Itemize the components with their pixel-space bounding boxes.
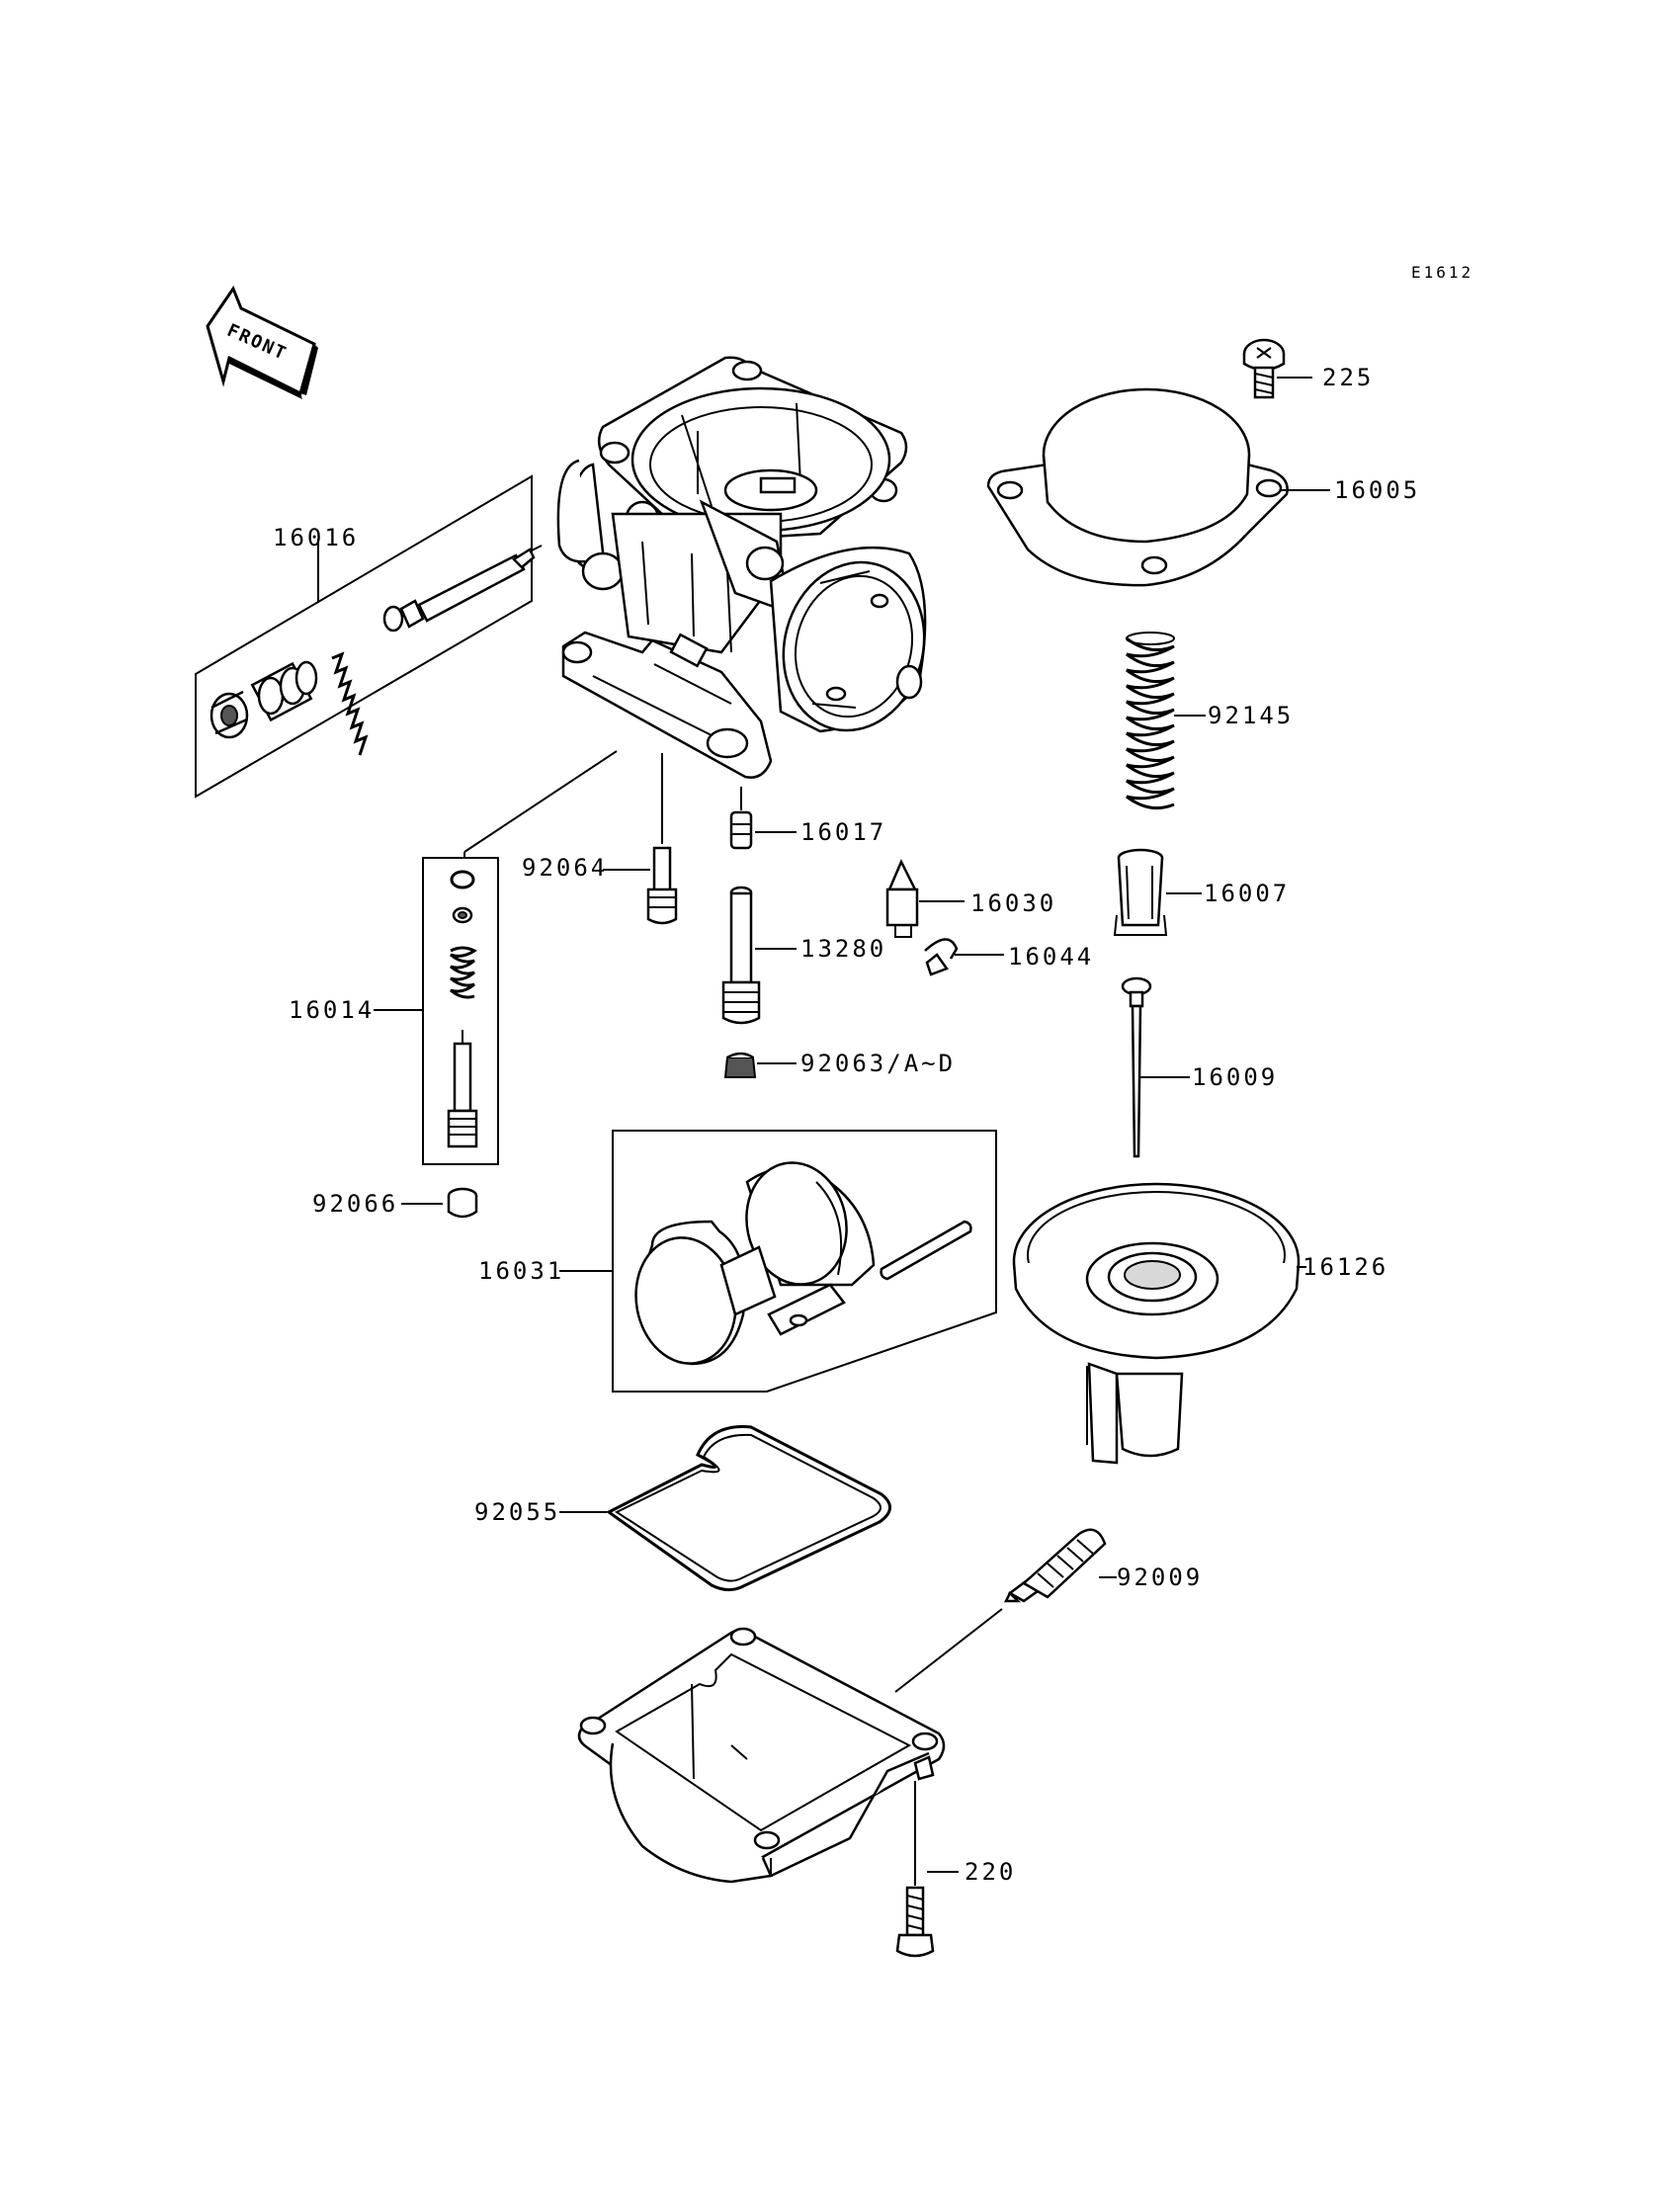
jet-92064: 92064 xyxy=(522,753,678,925)
label-16126: 16126 xyxy=(1302,1253,1388,1281)
label-16007: 16007 xyxy=(1204,880,1290,907)
label-16014: 16014 xyxy=(289,996,375,1024)
label-16030: 16030 xyxy=(970,889,1056,917)
clip-16044: 16044 xyxy=(924,938,1094,976)
needle-jet-13280: 13280 xyxy=(721,886,886,1025)
label-16031: 16031 xyxy=(478,1257,564,1285)
top-cover-16005: 16005 xyxy=(986,387,1420,587)
label-16009: 16009 xyxy=(1192,1063,1278,1091)
label-92064: 92064 xyxy=(522,854,608,882)
air-screw-set-16014: 16014 xyxy=(289,750,618,1165)
diaphragm-16126: 16126 xyxy=(1012,1182,1388,1465)
screw-225: 225 xyxy=(1242,338,1374,399)
jet-needle-16009: 16009 xyxy=(1121,976,1278,1158)
cap-92066: 92066 xyxy=(312,1187,478,1219)
float-16031: 16031 xyxy=(478,1130,997,1393)
needle-holder-16007: 16007 xyxy=(1113,848,1290,936)
pilot-screw-set-16016: 16016 xyxy=(195,474,543,799)
label-220: 220 xyxy=(965,1858,1016,1886)
float-valve-16030: 16030 xyxy=(885,859,1056,938)
spring-92145: 92145 xyxy=(1126,632,1294,810)
label-92145: 92145 xyxy=(1208,702,1294,729)
label-92063: 92063/A~D xyxy=(800,1050,956,1077)
gasket-92055: 92055 xyxy=(474,1425,891,1592)
label-16005: 16005 xyxy=(1334,476,1420,504)
drain-screw-92009: 92009 xyxy=(894,1528,1203,1693)
float-bowl xyxy=(577,1627,946,1884)
label-92055: 92055 xyxy=(474,1498,560,1526)
label-92009: 92009 xyxy=(1117,1563,1203,1591)
front-arrow-icon: FRONT xyxy=(206,285,318,399)
diagram-code: E1612 xyxy=(1411,263,1473,282)
label-225: 225 xyxy=(1322,364,1374,391)
label-16044: 16044 xyxy=(1008,943,1094,971)
label-16017: 16017 xyxy=(800,818,886,846)
main-jet-92063: 92063/A~D xyxy=(723,1050,956,1078)
label-16016: 16016 xyxy=(273,524,359,551)
label-92066: 92066 xyxy=(312,1190,398,1218)
carburetor-body xyxy=(556,356,927,779)
screw-220: 220 xyxy=(895,1781,1016,1958)
part-16017: 16017 xyxy=(729,787,886,850)
label-13280: 13280 xyxy=(800,935,886,963)
